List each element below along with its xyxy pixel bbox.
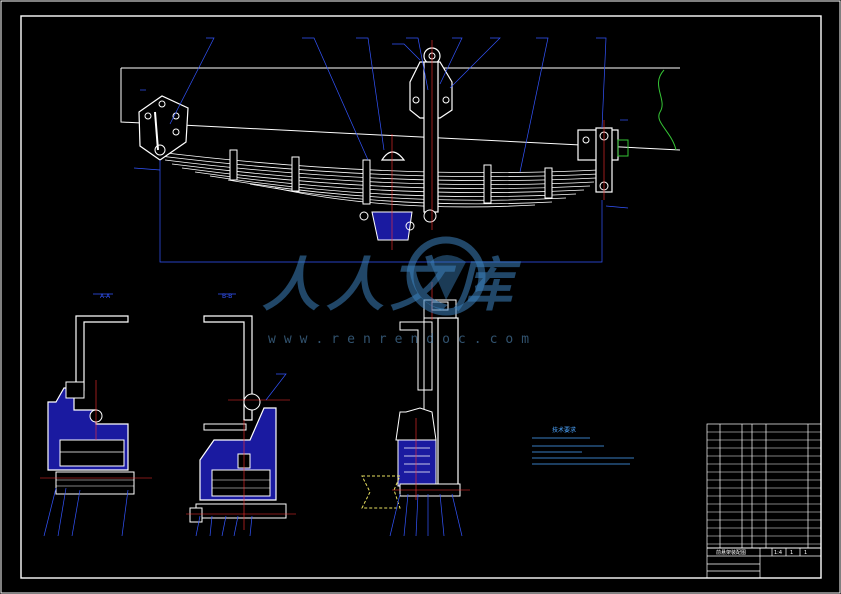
main-elevation-view (120, 37, 681, 263)
title-block-scale: 1:4 (774, 550, 782, 556)
watermark-url: www.renrendoc.com (268, 332, 538, 347)
frame-break-line (658, 69, 677, 151)
section-label-a-a: A-A (100, 293, 111, 300)
title-block-sheet: 1 (790, 550, 793, 556)
inner-border (20, 15, 822, 579)
main-dimension-lines (133, 89, 629, 263)
shock-absorber (409, 47, 453, 223)
side-view (361, 282, 470, 537)
section-a-a-view (40, 293, 152, 537)
frame-rail (120, 67, 681, 151)
front-hanger-bracket (138, 95, 189, 161)
section-b-b-view (186, 293, 296, 537)
spring-clips (229, 149, 553, 205)
watermark-text: 人人文库 (262, 251, 519, 319)
title-block-drawing-name: 前悬架装配图 (716, 549, 746, 556)
title-block (706, 423, 822, 579)
title-block-sheets-total: 1 (804, 550, 807, 556)
main-leader-lines (169, 37, 607, 173)
tech-notes-title: 技术要求 (552, 426, 576, 434)
leaf-spring-stack (157, 151, 599, 208)
tech-notes-lines (532, 437, 634, 465)
main-centerlines (391, 40, 605, 250)
section-label-b-b: B-B (222, 293, 232, 300)
